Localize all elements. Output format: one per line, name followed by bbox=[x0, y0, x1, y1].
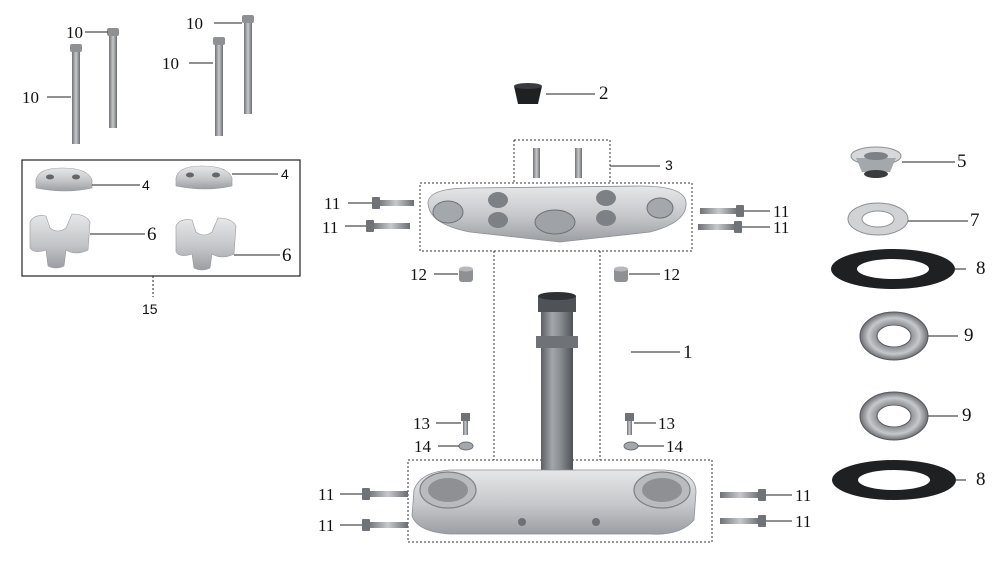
pinch-bolt-upper-right-1 bbox=[700, 205, 744, 217]
pinch-bolt-upper-left-1 bbox=[372, 197, 414, 209]
callout-6-left: 6 bbox=[147, 224, 157, 245]
callout-10-bolt-3: 10 bbox=[162, 54, 179, 73]
pinch-bolt-upper-right-2 bbox=[698, 221, 742, 233]
stem-cap bbox=[514, 83, 595, 104]
callout-13-right: 13 bbox=[658, 414, 675, 433]
group-outlines bbox=[407, 139, 713, 543]
callout-3-top-clamp: 3 bbox=[665, 157, 673, 173]
callout-11-upper-left-2: 11 bbox=[322, 218, 339, 237]
callout-1-steering-stem: 1 bbox=[683, 342, 693, 363]
dust-seal-upper bbox=[831, 249, 966, 289]
callout-4-left: 4 bbox=[142, 177, 150, 193]
callout-11-upper-right-1: 11 bbox=[773, 202, 790, 221]
callout-8-seal-upper: 8 bbox=[976, 258, 986, 279]
callout-11-lower-right-2: 11 bbox=[795, 512, 812, 531]
lower-clamp-2 bbox=[175, 217, 237, 271]
callout-15-clamp-kit: 15 bbox=[142, 301, 158, 317]
callout-14-left: 14 bbox=[414, 437, 431, 456]
steering-stem bbox=[536, 292, 680, 480]
callout-12-left: 12 bbox=[410, 265, 427, 284]
callout-10-bolt-2: 10 bbox=[66, 23, 83, 42]
callout-4-right: 4 bbox=[281, 166, 289, 182]
callout-13-left: 13 bbox=[413, 414, 430, 433]
bearing-upper bbox=[859, 311, 958, 361]
callout-10-bolt-4: 10 bbox=[186, 14, 203, 33]
pinch-bolt-lower-right-1 bbox=[720, 489, 766, 501]
bearing-lower bbox=[859, 391, 958, 441]
dust-seal-lower bbox=[832, 460, 966, 500]
callout-11-lower-left-1: 11 bbox=[318, 485, 335, 504]
upper-clamp-1 bbox=[35, 167, 93, 192]
lower-triple-clamp bbox=[411, 469, 697, 535]
clamp-kit-box bbox=[21, 159, 301, 297]
callout-8-seal-lower: 8 bbox=[976, 469, 986, 490]
callout-5-stem-nut: 5 bbox=[957, 151, 967, 172]
upper-clamp-2 bbox=[175, 165, 233, 190]
small-bolts bbox=[436, 413, 656, 435]
long-bolt-3 bbox=[213, 37, 225, 136]
callout-9-bearing-upper: 9 bbox=[964, 325, 974, 346]
lower-clamp-1 bbox=[29, 213, 91, 269]
callout-7-lock-washer: 7 bbox=[970, 210, 980, 231]
long-bolts-group bbox=[47, 15, 254, 144]
pinch-bolts bbox=[340, 197, 792, 531]
pinch-bolt-upper-left-2 bbox=[366, 220, 410, 232]
callout-9-bearing-lower: 9 bbox=[962, 405, 972, 426]
long-bolt-1 bbox=[70, 44, 82, 144]
callout-11-upper-left-1: 11 bbox=[324, 194, 341, 213]
callout-11-upper-right-2: 11 bbox=[773, 218, 790, 237]
callout-6-right: 6 bbox=[282, 245, 292, 266]
pinch-bolt-lower-left-2 bbox=[362, 519, 408, 531]
callout-11-lower-left-2: 11 bbox=[318, 516, 335, 535]
cap-nut-right bbox=[614, 266, 628, 282]
callout-12-right: 12 bbox=[663, 265, 680, 284]
stem-nut bbox=[850, 146, 955, 178]
pinch-bolt-lower-left-1 bbox=[362, 488, 408, 500]
pinch-bolt-lower-right-2 bbox=[720, 515, 766, 527]
top-clamp-pins bbox=[533, 148, 582, 178]
long-bolt-4 bbox=[242, 15, 254, 114]
callout-2-cap: 2 bbox=[599, 83, 609, 104]
cap-nuts bbox=[434, 266, 660, 282]
top-triple-clamp bbox=[427, 185, 687, 243]
cap-nut-left bbox=[459, 266, 473, 282]
callout-10-bolt-1: 10 bbox=[22, 88, 39, 107]
washers bbox=[438, 441, 664, 451]
long-bolt-2 bbox=[107, 28, 119, 128]
lock-washer bbox=[847, 202, 968, 236]
callout-14-right: 14 bbox=[666, 437, 683, 456]
callout-11-lower-right-1: 11 bbox=[795, 486, 812, 505]
